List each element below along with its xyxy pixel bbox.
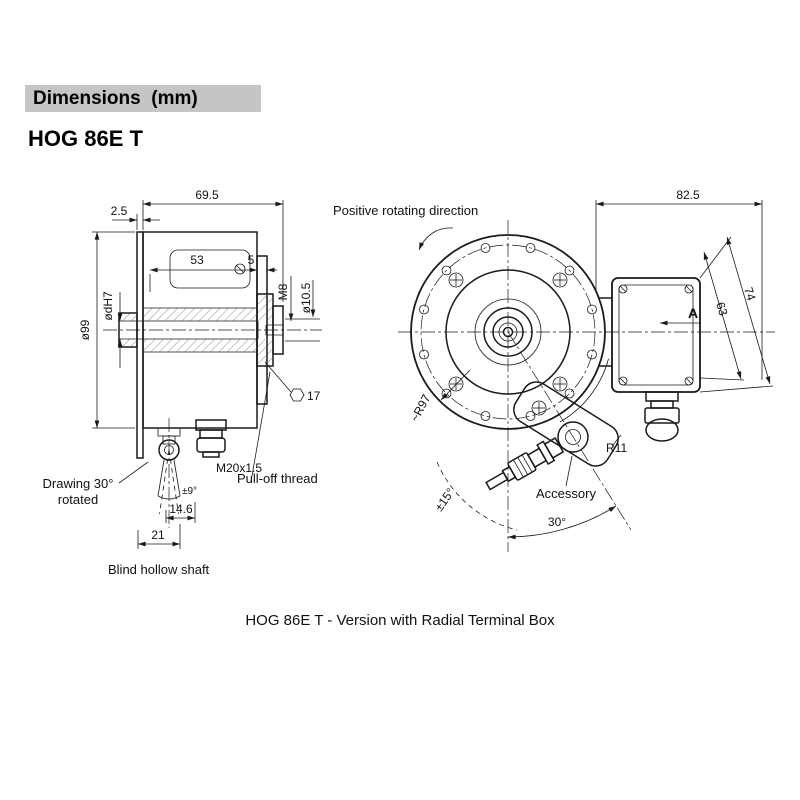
dim-outer-diameter: ø99	[78, 231, 135, 429]
dim-total-depth: 69.5	[142, 188, 284, 302]
dim-radius-bracket: R11	[606, 434, 627, 455]
section-header-text: Dimensions (mm)	[33, 87, 198, 109]
svg-text:82.5: 82.5	[676, 188, 700, 202]
view-arrow-a: A	[660, 305, 700, 326]
rotation-direction-callout: Positive rotating direction	[333, 203, 478, 251]
dim-clamp-width: 14.6	[165, 502, 196, 523]
blind-hollow-shaft-label: Blind hollow shaft	[108, 562, 210, 577]
pull-off-thread-callout: Pull-off thread	[237, 371, 318, 486]
svg-text:53: 53	[190, 253, 204, 267]
svg-text:ø10.5: ø10.5	[299, 282, 313, 313]
svg-text:rotated: rotated	[58, 492, 98, 507]
svg-text:A: A	[688, 305, 698, 321]
hexagon-icon	[289, 388, 305, 402]
drawing-rotated-note: Drawing 30° rotated	[43, 461, 149, 507]
page-title: HOG 86E T	[28, 126, 143, 151]
terminal-box	[599, 277, 701, 393]
encoder-face	[410, 234, 609, 430]
front-view: Positive rotating direction 82.5	[333, 188, 775, 552]
svg-text:Accessory: Accessory	[536, 486, 596, 501]
dim-plate-thickness: 2.5	[111, 204, 160, 230]
svg-text:5: 5	[248, 253, 255, 267]
rotation-arrow-icon	[418, 227, 454, 251]
svg-text:Drawing 30°: Drawing 30°	[43, 476, 114, 491]
figure-caption: HOG 86E T - Version with Radial Terminal…	[245, 612, 555, 629]
dim-clamp-length: 21	[137, 524, 181, 549]
accessory-bracket	[513, 381, 619, 467]
accessory-axis-centerline	[507, 331, 632, 531]
svg-text:M8: M8	[276, 283, 290, 300]
svg-text:21: 21	[151, 528, 165, 542]
technical-drawing: 69.5 2.5 53 5 ø99 ødH7	[43, 188, 775, 577]
svg-text:69.5: 69.5	[195, 188, 219, 202]
dim-box-span: 82.5	[595, 188, 763, 380]
dim-body-depth: 53 5	[149, 253, 277, 292]
side-view: 69.5 2.5 53 5 ø99 ødH7	[43, 188, 322, 577]
hollow-shaft-section	[118, 294, 283, 366]
svg-text:R11: R11	[606, 441, 627, 455]
dim-mount-angle: 30°	[507, 505, 617, 540]
svg-text:74: 74	[741, 285, 758, 302]
gland-thread-label: M20x1.5	[216, 461, 262, 475]
cable-gland-front	[644, 391, 680, 442]
svg-text:±15°: ±15°	[432, 485, 458, 513]
dim-bore-end: ø10.5	[285, 280, 320, 342]
svg-text:17: 17	[307, 389, 321, 403]
svg-text:~R97: ~R97	[407, 392, 433, 424]
svg-text:Positive rotating direction: Positive rotating direction	[333, 203, 478, 218]
section-header-bar: Dimensions (mm)	[25, 85, 261, 112]
svg-text:Pull-off thread: Pull-off thread	[237, 471, 318, 486]
dim-diag-63: 63	[699, 251, 745, 381]
accessory-callout: Accessory	[536, 455, 596, 501]
dim-shaft-bore: ødH7	[101, 291, 123, 368]
accessory-connector	[485, 437, 565, 491]
svg-text:ø99: ø99	[78, 319, 92, 340]
bolt-holes	[419, 243, 597, 421]
svg-text:63: 63	[713, 300, 730, 317]
svg-text:ødH7: ødH7	[101, 291, 115, 321]
shaft-clamp-collar	[256, 293, 284, 367]
svg-text:2.5: 2.5	[111, 204, 128, 218]
cable-gland-side: M20x1.5	[195, 419, 262, 475]
cover-screws	[448, 272, 568, 392]
dim-shaft-thread: M8	[276, 276, 294, 321]
svg-text:30°: 30°	[548, 515, 566, 529]
swing-angle-label: ±9°	[182, 486, 197, 497]
hex-size-callout: 17	[264, 361, 321, 403]
svg-text:14.6: 14.6	[169, 502, 193, 516]
dim-swing-angle: ±15°	[432, 461, 518, 531]
torque-arm-detail: ±9°	[157, 418, 197, 528]
